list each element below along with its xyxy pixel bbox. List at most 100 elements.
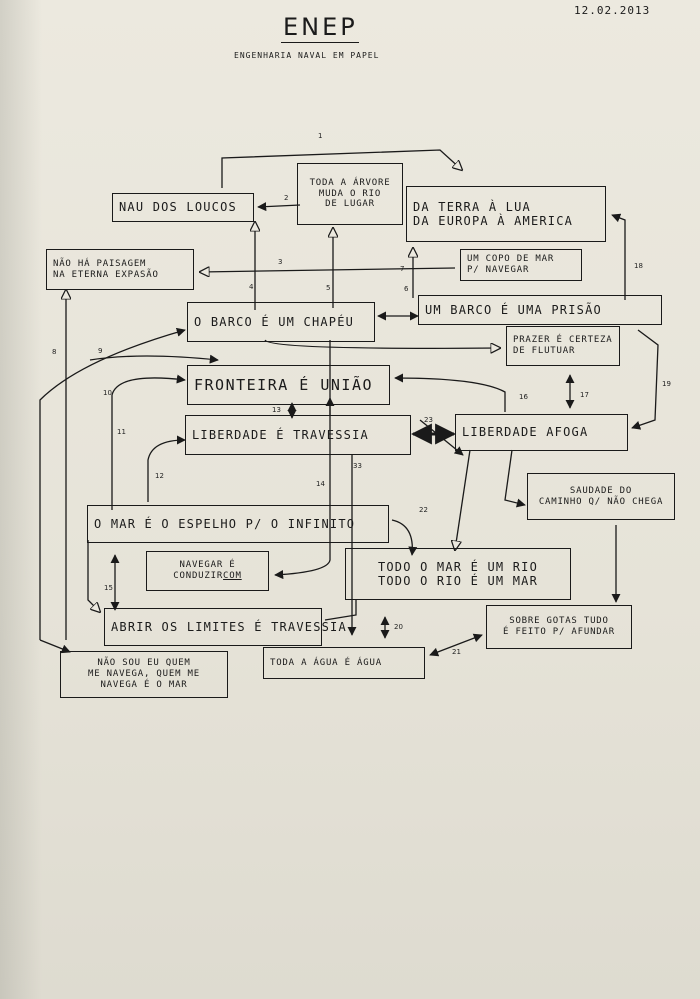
node-da-terra-a-lua: DA TERRA À LUA DA EUROPA À AMERICA [406, 186, 606, 242]
edge-number: 18 [634, 262, 643, 270]
node-label-line: CONDUZIRCOM [173, 571, 241, 582]
node-label: O MAR É O ESPELHO P/ O INFINITO [94, 516, 356, 531]
node-label: FRONTEIRA É UNIÃO [194, 376, 374, 394]
edge-33 [274, 340, 331, 580]
edge-3 [200, 268, 456, 272]
edge-number: 12 [155, 472, 164, 480]
edge-number: 8 [52, 348, 57, 356]
node-label-line: TODO O MAR É UM RIO [377, 559, 539, 574]
edge-19 [631, 329, 659, 430]
date-label: 12.02.2013 [574, 4, 651, 17]
node-label-line: NAVEGA É O MAR [100, 679, 188, 690]
node-nao-ha-paisagem: NÃO HÁ PAISAGEM NA ETERNA EXPASÃO [46, 249, 194, 290]
node-label-line: UM COPO DE MAR [467, 254, 555, 265]
node-label-line: NAVEGAR É [179, 560, 236, 571]
title-underline [281, 42, 359, 43]
node-label-line: DA TERRA À LUA [413, 199, 531, 214]
edge-9 [89, 354, 219, 364]
node-label: NAU DOS LOUCOS [119, 200, 237, 215]
node-label-line: TODA A ÁRVORE [309, 177, 391, 188]
page-subtitle: ENGENHARIA NAVAL EM PAPEL [234, 51, 380, 60]
node-label-line: DE FLUTUAR [513, 346, 576, 356]
edge-number: 10 [103, 389, 112, 397]
edge-number: 16 [519, 393, 528, 401]
edge-number: 33 [353, 462, 362, 470]
node-label-line: CAMINHO Q/ NÃO CHEGA [538, 496, 664, 507]
edge-number: 22 [419, 506, 428, 514]
node-label-line: NÃO SOU EU QUEM [97, 658, 191, 669]
node-toda-a-arvore: TODA A ÁRVORE MUDA O RIO DE LUGAR [297, 163, 403, 225]
node-label-line: DA EUROPA À AMERICA [413, 214, 574, 228]
node-sobre-gotas-tudo: SOBRE GOTAS TUDO É FEITO P/ AFUNDAR [486, 605, 632, 649]
node-label: LIBERDADE É TRAVESSIA [192, 427, 369, 442]
edge-number: 19 [662, 380, 671, 388]
edge-number: 3 [278, 258, 283, 266]
page-title: ENEP [283, 13, 358, 41]
edge-espelho-limites [87, 540, 100, 612]
edge-22 [391, 519, 418, 556]
edge-number: 21 [452, 648, 461, 656]
edge-12 [147, 435, 186, 502]
node-label-line: DE LUGAR [325, 199, 375, 210]
edge-number: 15 [104, 584, 113, 592]
node-o-mar-e-o-espelho: O MAR É O ESPELHO P/ O INFINITO [87, 505, 389, 543]
edge-21 [429, 633, 483, 657]
node-um-copo-de-mar: UM COPO DE MAR P/ NAVEGAR [460, 249, 582, 281]
edge-number: 9 [98, 347, 103, 355]
node-label-line: PRAZER É CERTEZA [513, 335, 613, 346]
edge-number: 11 [117, 428, 126, 436]
edge-number: 6 [404, 285, 409, 293]
edge-11 [39, 327, 186, 640]
edge-rio-limites [324, 600, 357, 621]
edge-16 [394, 373, 506, 412]
edge-2 [257, 202, 301, 212]
node-label-line: É FEITO P/ AFUNDAR [503, 627, 615, 637]
node-saudade-do-caminho: SAUDADE DO CAMINHO Q/ NÃO CHEGA [527, 473, 675, 520]
node-prazer-e-certeza: PRAZER É CERTEZA DE FLUTUAR [506, 326, 620, 366]
node-label: ABRIR OS LIMITES É TRAVESSIA [111, 619, 347, 634]
edge-number: 1 [318, 132, 323, 140]
edge-number: 7 [400, 265, 405, 273]
edge-number: 5 [326, 284, 331, 292]
edge-number: 23 [424, 416, 433, 424]
node-abrir-os-limites: ABRIR OS LIMITES É TRAVESSIA [104, 608, 347, 646]
edge-number: 20 [394, 623, 403, 631]
paper-shadow [0, 0, 42, 999]
node-label-line: SOBRE GOTAS TUDO [509, 616, 609, 627]
node-todo-o-mar-e-um-rio: TODO O MAR É UM RIO TODO O RIO É UM MAR [345, 548, 571, 600]
node-label-line: NA ETERNA EXPASÃO [53, 269, 159, 280]
edge-number: 17 [580, 391, 589, 399]
node-o-barco-e-um-chapeu: O BARCO É UM CHAPÉU [187, 302, 375, 342]
node-liberdade-e-travessia: LIBERDADE É TRAVESSIA [185, 415, 411, 455]
node-navegar-e-conduzir: NAVEGAR É CONDUZIRCOM [146, 551, 269, 591]
edge-1 [221, 149, 462, 188]
edge-number: 14 [316, 480, 325, 488]
node-toda-a-agua-e-agua: TODA A ÁGUA É ÁGUA [263, 647, 425, 679]
node-label: O BARCO É UM CHAPÉU [194, 314, 355, 329]
node-liberdade-afoga: LIBERDADE AFOGA [455, 414, 628, 451]
node-nau-dos-loucos: NAU DOS LOUCOS [112, 193, 254, 222]
node-label-line: TODO O RIO É UM MAR [377, 574, 539, 588]
edge-chapeu-prazer [264, 339, 500, 348]
node-um-barco-e-uma-prisao: UM BARCO É UMA PRISÃO [418, 295, 662, 325]
edge-number: 13 [272, 406, 281, 414]
node-label-line: NÃO HÁ PAISAGEM [53, 258, 147, 269]
edge-number: 2 [284, 194, 289, 202]
node-label: TODA A ÁGUA É ÁGUA [270, 657, 382, 668]
node-label-underlined: COM [223, 571, 242, 581]
edge-10 [111, 374, 186, 510]
edge-number: 4 [249, 283, 254, 291]
node-label: UM BARCO É UMA PRISÃO [425, 302, 602, 317]
node-nao-sou-eu-quem: NÃO SOU EU QUEM ME NAVEGA, QUEM ME NAVEG… [60, 651, 228, 698]
node-label-part: CONDUZIR [173, 571, 224, 581]
edge-afoga-rio [455, 449, 471, 550]
node-label: LIBERDADE AFOGA [462, 425, 589, 440]
node-label-line: MUDA O RIO [318, 188, 382, 199]
edge-18 [611, 213, 626, 300]
node-label-line: ME NAVEGA, QUEM ME [88, 669, 200, 680]
edge-afoga-saudade [504, 449, 526, 508]
node-label-line: SAUDADE DO [569, 485, 633, 496]
edge-limites-naosou [39, 639, 71, 654]
